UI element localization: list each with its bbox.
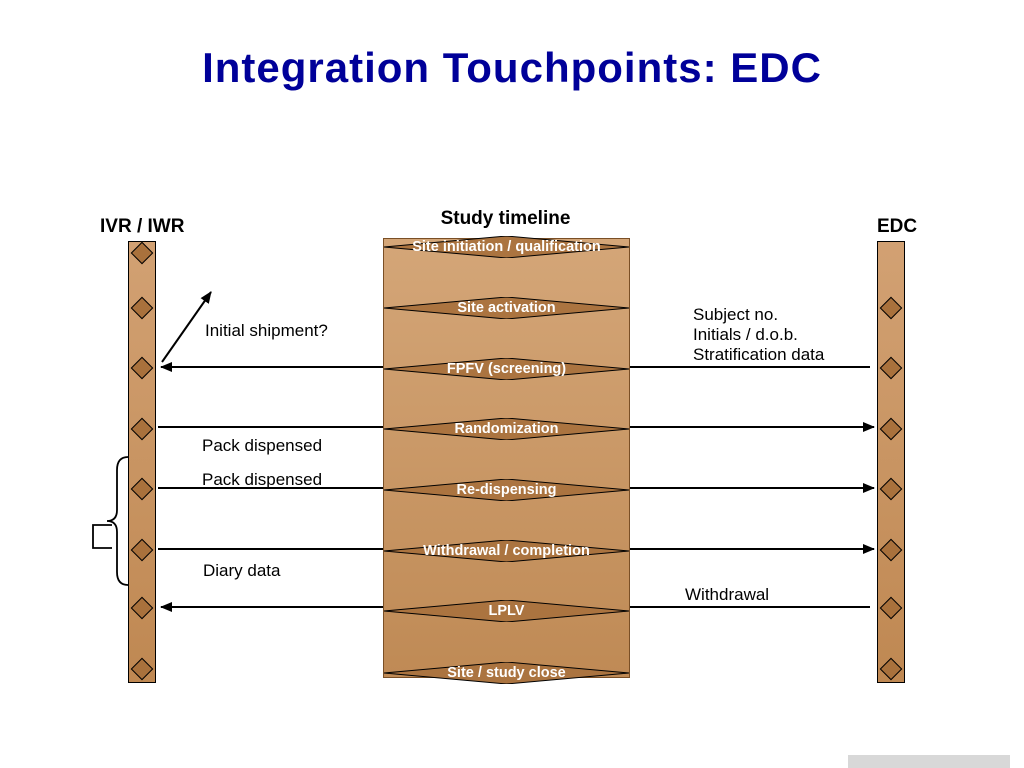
pack-dispensed-label-2: Pack dispensed: [202, 470, 323, 489]
milestone-row: Site / study close: [384, 661, 629, 685]
milestone-shape-icon: [384, 358, 629, 380]
milestone-shape-icon: [384, 297, 629, 319]
milestone-row: Withdrawal / completion: [384, 539, 629, 563]
milestone-row: Randomization: [384, 417, 629, 441]
milestone-diamond-icon: [130, 296, 154, 320]
edc-timeline-bar: [877, 241, 905, 683]
initial-shipment-arrow: [161, 291, 212, 363]
curly-brace-icon: [106, 456, 129, 586]
milestone-label: Site activation: [457, 300, 556, 316]
initial-shipment-label: Initial shipment?: [205, 321, 328, 340]
column-label-ivr-iwr: IVR / IWR: [100, 216, 185, 237]
milestone-diamond-icon: [130, 657, 154, 681]
milestone-diamond-icon: [879, 296, 903, 320]
milestone-diamond-icon: [879, 417, 903, 441]
milestone-row: Site initiation / qualification: [384, 235, 629, 259]
milestone-diamond-icon: [879, 538, 903, 562]
milestone-row: Site activation: [384, 296, 629, 320]
milestone-diamond-icon: [879, 477, 903, 501]
milestone-diamond-icon: [130, 596, 154, 620]
milestone-diamond-icon: [130, 477, 154, 501]
milestone-diamond-icon: [130, 356, 154, 380]
milestone-label: FPFV (screening): [446, 361, 567, 377]
milestone-label: Re-dispensing: [456, 482, 557, 498]
milestone-diamond-icon: [879, 596, 903, 620]
milestone-diamond-icon: [879, 356, 903, 380]
study-timeline-bar: Site initiation / qualification Site act…: [383, 235, 630, 684]
subject-no-label: Subject no.: [693, 305, 779, 324]
milestone-diamond-icon: [879, 657, 903, 681]
pack-dispensed-label-1: Pack dispensed: [202, 436, 323, 455]
slide-title: Integration Touchpoints: EDC: [202, 44, 822, 91]
milestone-shape-icon: [384, 479, 629, 501]
milestone-label: Randomization: [454, 421, 559, 437]
milestone-shape-icon: [384, 662, 629, 684]
watermark-strip: [848, 755, 1010, 768]
milestone-label: Withdrawal / completion: [423, 543, 590, 559]
column-label-edc: EDC: [877, 216, 918, 237]
milestone-diamond-icon: [130, 538, 154, 562]
milestone-label: Site / study close: [447, 665, 566, 681]
milestone-row: LPLV: [384, 599, 629, 623]
milestone-row: Re-dispensing: [384, 478, 629, 502]
stratification-label: Stratification data: [693, 345, 825, 364]
milestone-label: LPLV: [488, 603, 525, 619]
bracket-icon: [92, 524, 112, 549]
milestone-shape-icon: [384, 600, 629, 622]
milestone-label: Site initiation / qualification: [412, 239, 601, 255]
milestone-diamond-icon: [130, 241, 154, 265]
withdrawal-label: Withdrawal: [685, 585, 770, 604]
milestone-shape-icon: [384, 540, 629, 562]
milestone-diamond-icon: [130, 417, 154, 441]
milestone-row: FPFV (screening): [384, 357, 629, 381]
milestone-shape-icon: [384, 236, 629, 258]
ivr-timeline-bar: [128, 241, 156, 683]
diary-data-label: Diary data: [203, 561, 281, 580]
column-label-study-timeline: Study timeline: [440, 208, 571, 229]
milestone-shape-icon: [384, 418, 629, 440]
subject-data-label-block: Subject no. Initials / d.o.b. Stratifica…: [693, 305, 824, 365]
initials-dob-label: Initials / d.o.b.: [693, 325, 798, 344]
